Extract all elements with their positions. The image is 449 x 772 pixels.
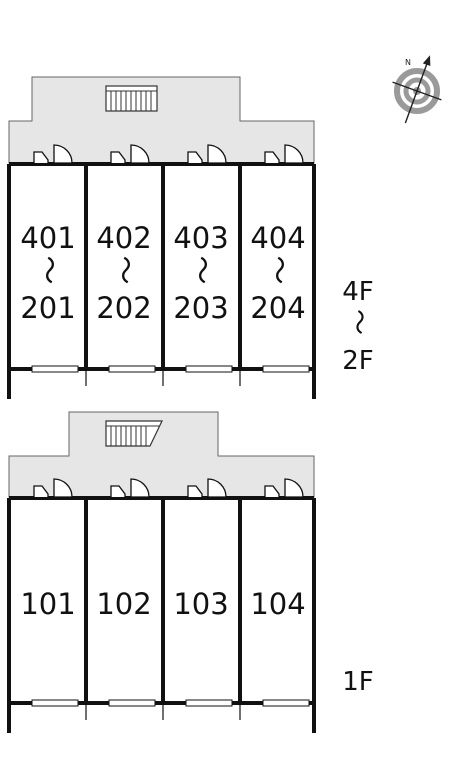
upper-stair-icon xyxy=(105,85,158,112)
upper-block: 401 〜 201 402 〜 202 403 〜 203 404 〜 204 … xyxy=(7,76,374,399)
floor-range-tilde: 〜 xyxy=(343,309,373,335)
unit-range-tilde: 〜 xyxy=(262,255,296,284)
lower-floor-label: 1F xyxy=(342,667,374,697)
unit-number-101: 101 xyxy=(20,587,75,621)
floor-top-label: 4F xyxy=(342,277,374,307)
unit-range-tilde: 〜 xyxy=(185,255,219,284)
unit-number-bottom: 204 xyxy=(250,291,305,325)
unit-range-tilde: 〜 xyxy=(32,255,66,284)
unit-number-top: 403 xyxy=(173,221,228,255)
unit-range-tilde: 〜 xyxy=(108,255,142,284)
unit-number-top: 401 xyxy=(20,221,75,255)
unit-number-top: 402 xyxy=(96,221,151,255)
floor-bottom-label: 2F xyxy=(342,346,374,376)
upper-unit-2: 402 〜 202 xyxy=(96,221,151,325)
unit-number-102: 102 xyxy=(96,587,151,621)
upper-floor-label: 4F 〜 2F xyxy=(342,277,374,376)
lower-block: 101 102 103 104 1F xyxy=(7,411,374,733)
compass-icon: N xyxy=(392,55,442,124)
unit-number-103: 103 xyxy=(173,587,228,621)
upper-unit-4: 404 〜 204 xyxy=(250,221,305,325)
unit-number-bottom: 202 xyxy=(96,291,151,325)
unit-number-104: 104 xyxy=(250,587,305,621)
unit-number-bottom: 201 xyxy=(20,291,75,325)
upper-doors xyxy=(33,144,304,164)
unit-number-top: 404 xyxy=(250,221,305,255)
upper-unit-3: 403 〜 203 xyxy=(173,221,228,325)
lower-stair-icon xyxy=(105,420,163,447)
lower-doors xyxy=(33,478,304,498)
upper-unit-1: 401 〜 201 xyxy=(20,221,75,325)
unit-number-bottom: 203 xyxy=(173,291,228,325)
compass-north-label: N xyxy=(405,58,411,67)
